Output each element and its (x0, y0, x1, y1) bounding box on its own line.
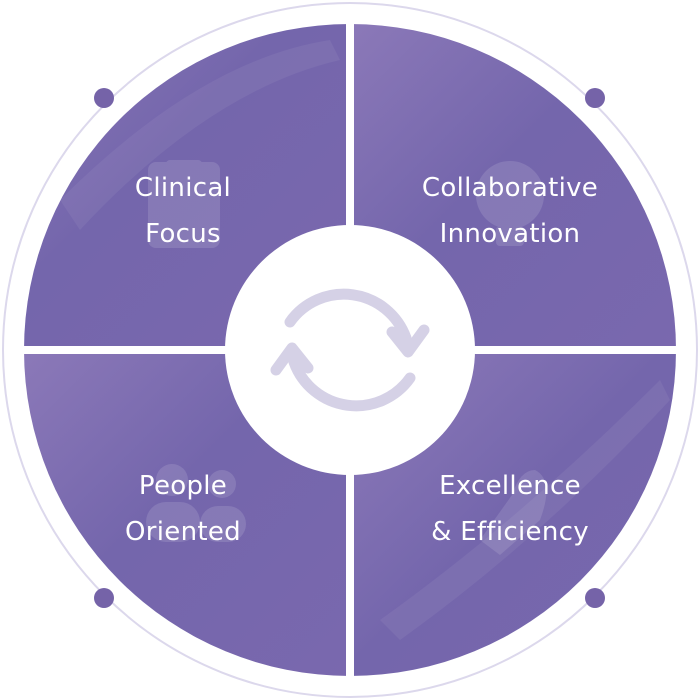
rocket-icon (480, 470, 547, 555)
lightbulb-icon (476, 161, 544, 246)
label-clinical-focus: Clinical Focus (53, 165, 313, 257)
label-excellence-efficiency: Excellence & Efficiency (380, 463, 640, 555)
label-line: Excellence (439, 471, 581, 501)
cycle-arrows-icon (270, 288, 430, 412)
label-line: Oriented (125, 517, 241, 547)
center-circle (225, 225, 475, 475)
label-line: People (138, 471, 228, 501)
label-line: Focus (145, 219, 221, 249)
label-line: Innovation (439, 219, 581, 249)
dot-top-right (585, 88, 605, 108)
label-line: Collaborative (421, 173, 599, 203)
dot-bottom-left (94, 588, 114, 608)
label-collaborative-innovation: Collaborative Innovation (380, 165, 640, 257)
clipboard-pulse-icon (148, 160, 220, 248)
dot-top-left (94, 88, 114, 108)
label-line: & Efficiency (431, 517, 589, 547)
dot-bottom-right (585, 588, 605, 608)
label-people-oriented: People Oriented (53, 463, 313, 555)
label-line: Clinical (134, 173, 232, 203)
people-icon (146, 464, 246, 542)
